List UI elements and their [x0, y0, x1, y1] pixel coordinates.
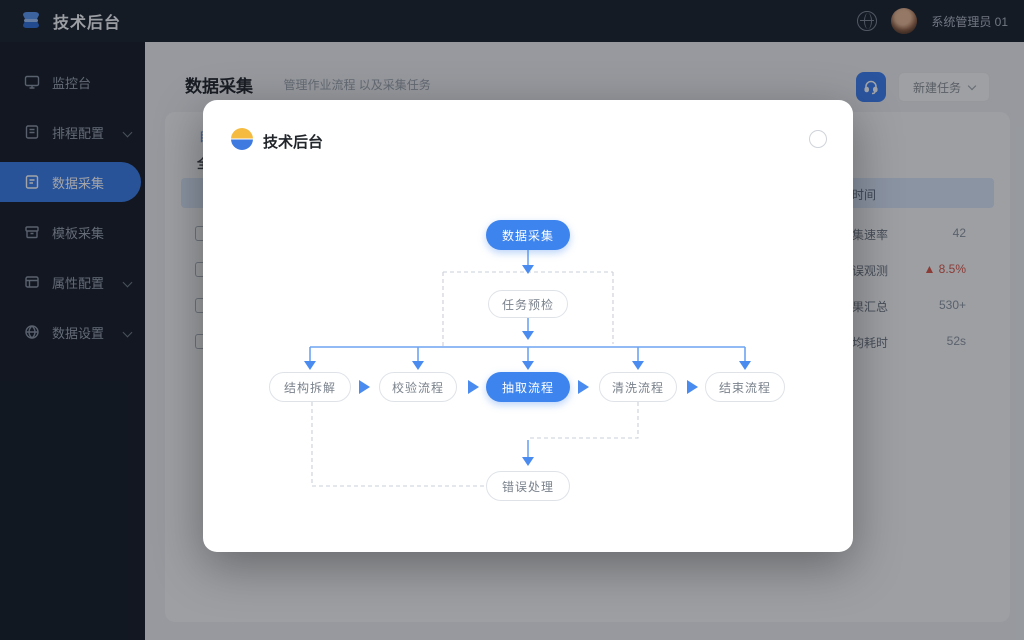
brand-logo-icon: [23, 12, 39, 28]
monitor-icon: [24, 75, 40, 89]
flow-node-step-4[interactable]: 清洗流程: [599, 372, 677, 402]
sidebar-item-label: 模板采集: [52, 225, 105, 241]
flow-node-error[interactable]: 错误处理: [486, 471, 570, 501]
flow-node-step-3-active[interactable]: 抽取流程: [486, 372, 570, 402]
modal-logo-icon: [231, 128, 253, 150]
sidebar-item-label: 属性配置: [52, 275, 105, 291]
flow-node-step-1[interactable]: 结构拆解: [269, 372, 351, 402]
sidebar-item-label: 监控台: [52, 75, 92, 91]
sidebar-item-label: 数据采集: [52, 175, 105, 191]
clipboard-icon: [25, 125, 39, 139]
globe-icon[interactable]: [857, 11, 878, 31]
brand-title: 技术后台: [53, 15, 122, 32]
modal-header: 技术后台: [203, 100, 853, 164]
avatar[interactable]: [891, 8, 918, 34]
username[interactable]: 系统管理员 01: [931, 14, 1008, 29]
brand: 技术后台: [18, 8, 121, 34]
stat-value: 530+: [938, 298, 966, 312]
sidebar-item-collect[interactable]: 数据采集: [0, 162, 141, 202]
stat-value-alert: ▲ 8.5%: [923, 262, 966, 276]
page-header: 数据采集 管理作业流程 以及采集任务 新建任务: [185, 72, 1004, 106]
stat-value: 52s: [946, 334, 966, 348]
flow-node-start[interactable]: 数据采集: [486, 220, 570, 250]
panel-icon: [25, 276, 39, 288]
sidebar: 监控台 排程配置 数据采集 模板采集 属性配置: [0, 0, 145, 640]
new-task-button[interactable]: 新建任务: [897, 72, 990, 102]
modal-title: 技术后台: [263, 134, 324, 151]
close-icon[interactable]: [809, 130, 827, 148]
assistant-button[interactable]: [855, 72, 886, 102]
topbar: 技术后台 系统管理员 01: [0, 0, 1024, 42]
header-actions: 新建任务: [855, 72, 990, 102]
page-subtitle: 管理作业流程 以及采集任务: [283, 78, 431, 92]
page-title: 数据采集: [185, 77, 253, 96]
flow-node-precheck[interactable]: 任务预检: [488, 290, 568, 318]
globe-grid-icon: [25, 325, 39, 339]
sidebar-item-label: 数据设置: [52, 325, 105, 341]
flow-modal: 技术后台: [203, 100, 853, 552]
headset-icon: [864, 80, 878, 95]
file-text-icon: [25, 175, 39, 189]
flowchart: 数据采集 任务预检 结构拆解 校验流程 抽取流程 清洗流程 结束流程 错误处理: [203, 100, 853, 552]
archive-icon: [25, 226, 39, 239]
sidebar-item-template[interactable]: 模板采集: [0, 212, 145, 252]
sidebar-item-settings[interactable]: 数据设置: [0, 312, 145, 352]
sidebar-item-monitor[interactable]: 监控台: [0, 62, 145, 102]
flow-node-step-5[interactable]: 结束流程: [705, 372, 785, 402]
flow-node-step-2[interactable]: 校验流程: [379, 372, 457, 402]
sidebar-item-schedule[interactable]: 排程配置: [0, 112, 145, 152]
stat-value: 42: [952, 226, 966, 240]
sidebar-item-label: 排程配置: [52, 125, 105, 141]
new-task-label: 新建任务: [912, 80, 961, 95]
topbar-right: 系统管理员 01: [857, 0, 1008, 42]
sidebar-item-attributes[interactable]: 属性配置: [0, 262, 145, 302]
